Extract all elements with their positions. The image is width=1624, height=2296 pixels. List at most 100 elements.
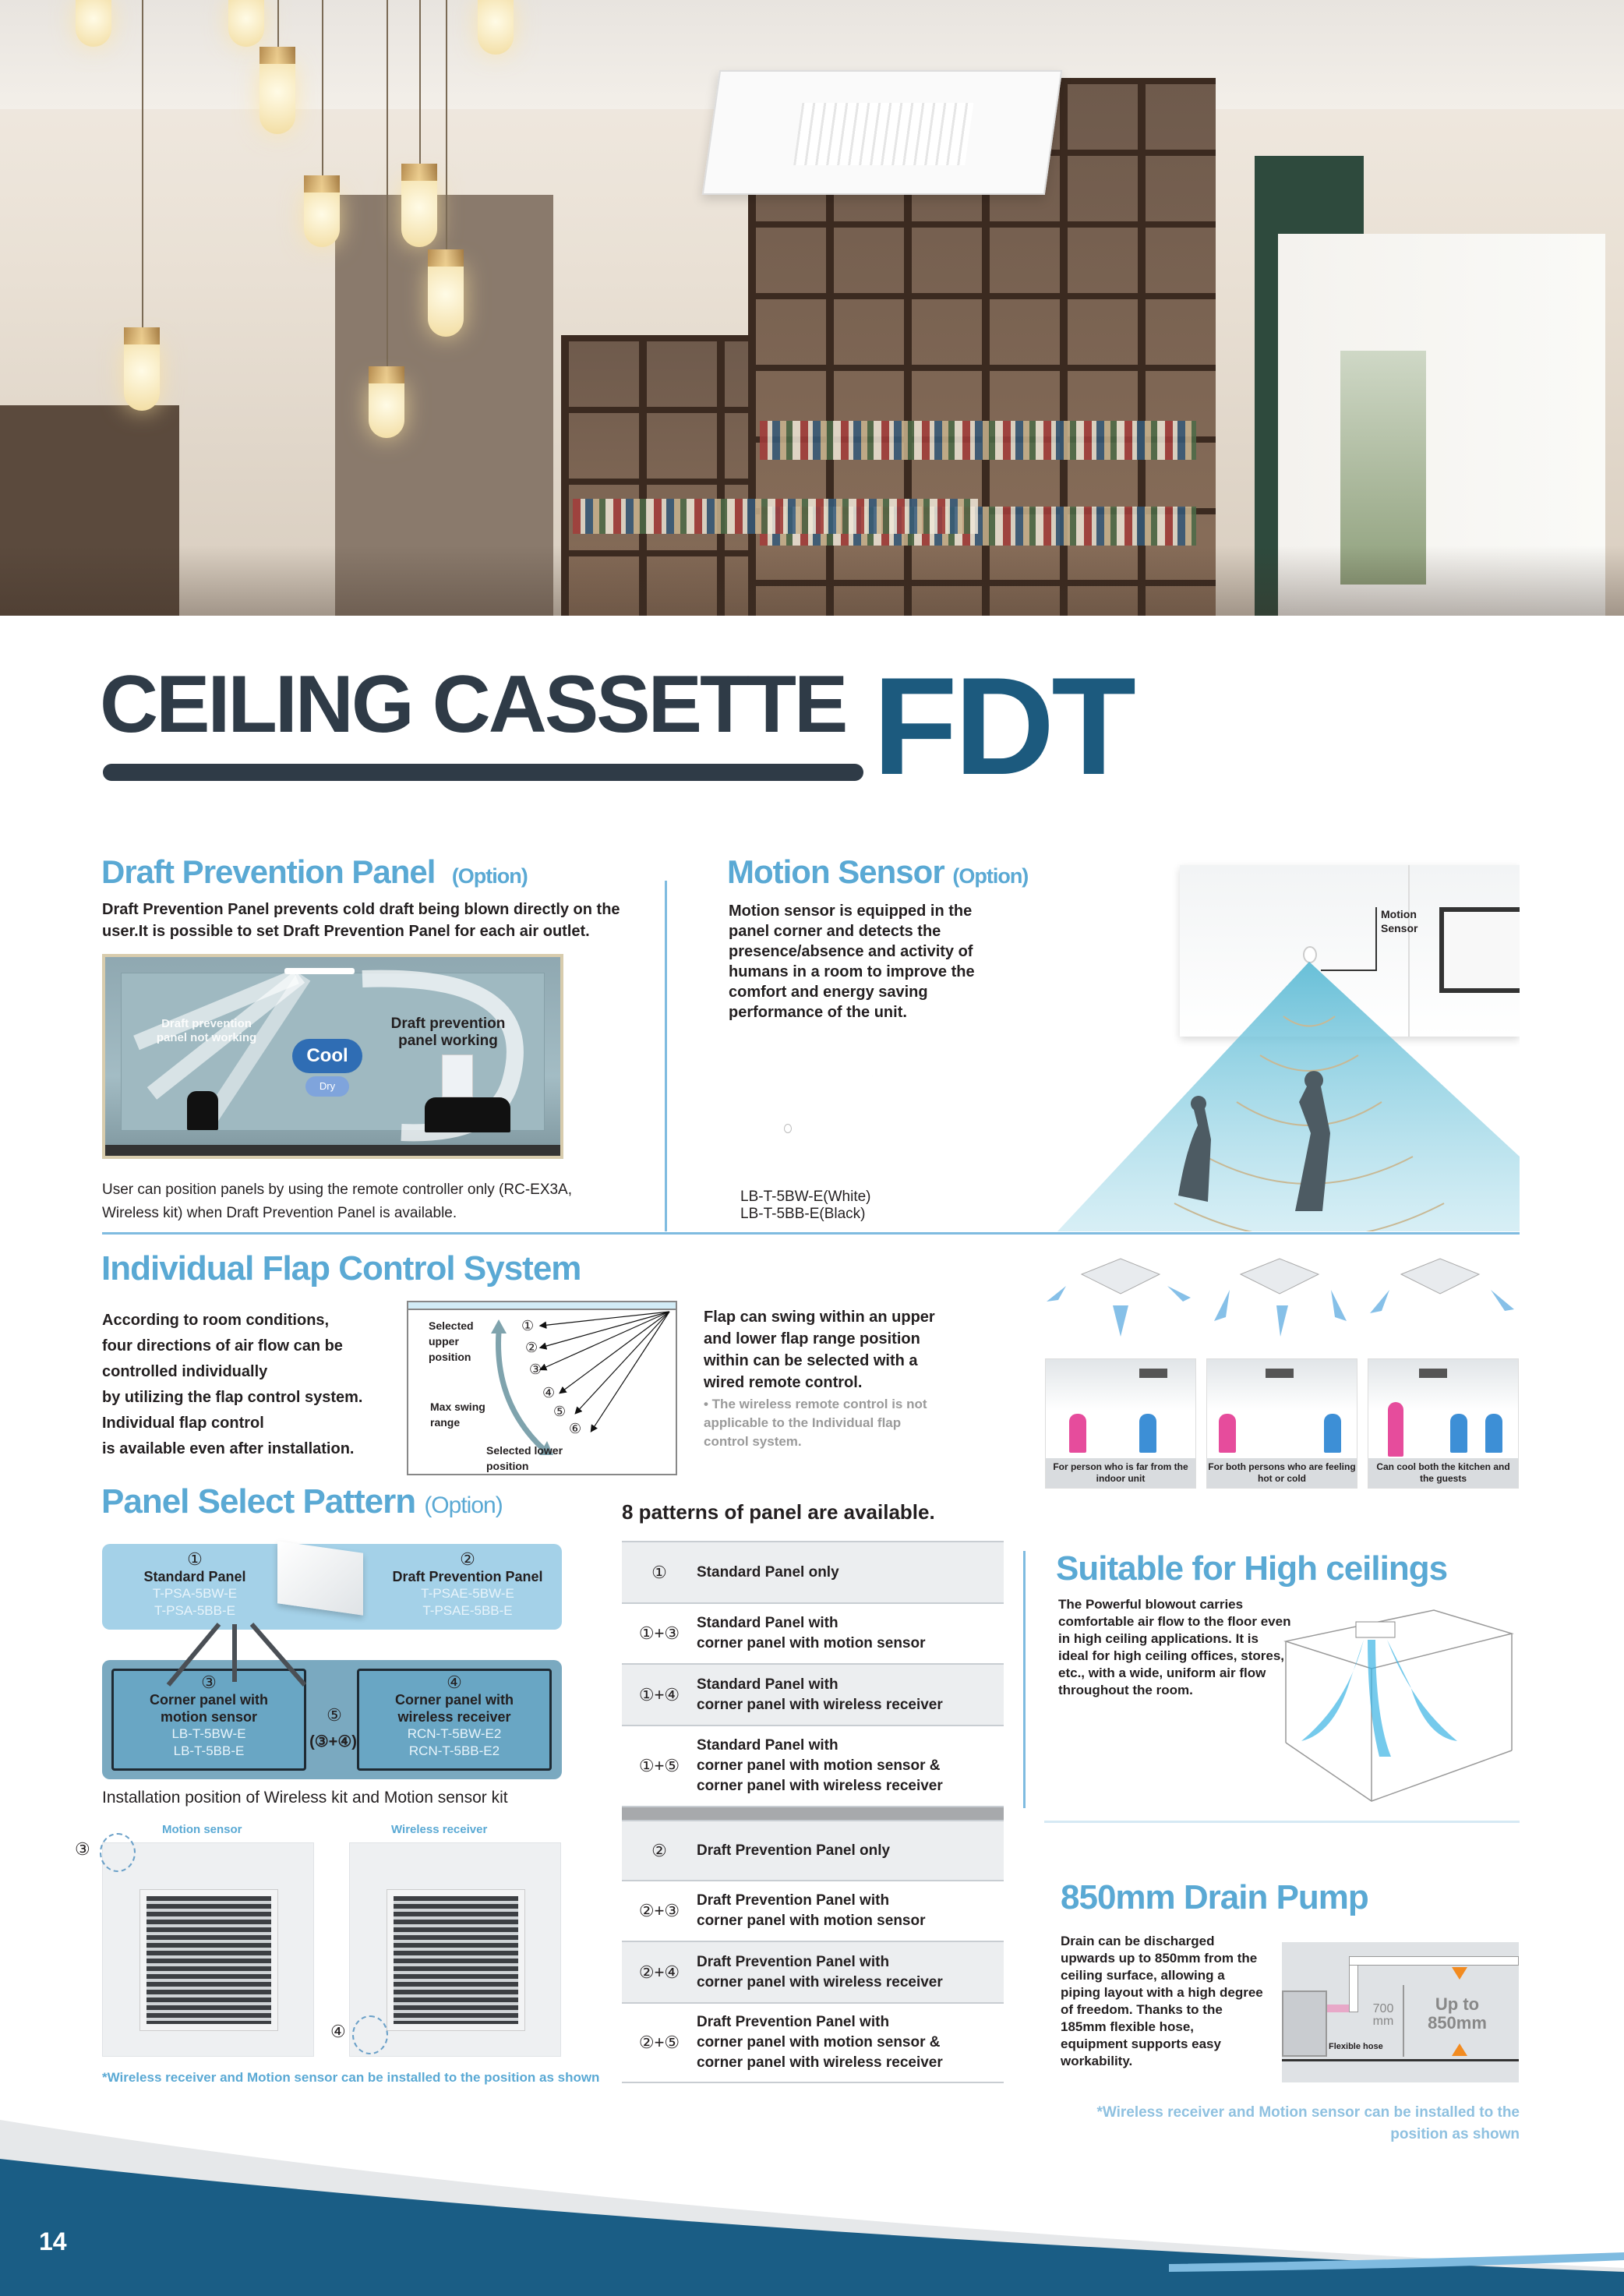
pattern-text: corner panel with motion sensor & bbox=[697, 1757, 941, 1774]
ceiling-cassette-unit bbox=[701, 70, 1063, 195]
pattern-num: ②+⑤ bbox=[638, 2033, 680, 2052]
doorway bbox=[0, 405, 179, 616]
panel-image-wireless bbox=[349, 1842, 561, 2057]
hero-photo-interior bbox=[0, 0, 1624, 616]
position-5: ⑤ bbox=[553, 1404, 567, 1419]
section-rule bbox=[1044, 1821, 1520, 1823]
pattern-num: ① bbox=[651, 1562, 667, 1582]
detection-cone bbox=[1057, 962, 1520, 1231]
pattern-row: ②+⑤ Draft Prevention Panel with corner pan… bbox=[622, 2003, 1004, 2082]
draft-body: Draft Prevention Panel prevents cold dra… bbox=[102, 901, 620, 940]
mode-dry-badge: Dry bbox=[305, 1076, 349, 1097]
pattern-text: corner panel with motion sensor bbox=[697, 1635, 926, 1651]
high-ceiling-illustration bbox=[1283, 1609, 1514, 1802]
cassette-airflow-icons bbox=[1043, 1251, 1520, 1352]
flap-line: Individual flap control bbox=[102, 1415, 264, 1432]
flap-left-text: According to room conditions, four direc… bbox=[102, 1308, 398, 1462]
flap-line: by utilizing the flap control system. bbox=[102, 1389, 363, 1406]
panel-option: (Option) bbox=[424, 1492, 503, 1518]
drain-pump-illustration: 700 mm Up to 850mm Flexible hose bbox=[1282, 1942, 1519, 2082]
up-to-850mm: Up to 850mm bbox=[1428, 1994, 1487, 2033]
label-upper: Selected upper position bbox=[429, 1319, 474, 1363]
section-divider bbox=[1023, 1551, 1026, 1808]
page-title: CEILING CASSETTE bbox=[100, 659, 848, 750]
scene-hot-cold: For both persons who are feeling hot or … bbox=[1206, 1358, 1357, 1489]
arrow-down-icon bbox=[1452, 1967, 1467, 1980]
flexible-hose bbox=[1327, 2005, 1349, 2012]
people-silhouette-icon bbox=[425, 1097, 510, 1132]
pattern-text: Standard Panel with bbox=[697, 1615, 838, 1631]
drain-footnote: *Wireless receiver and Motion sensor can… bbox=[1096, 2104, 1520, 2142]
cassette-icons bbox=[1047, 1258, 1514, 1337]
flap-right-text: Flap can swing within an upper and lower… bbox=[704, 1309, 935, 1391]
box-draft-panel: ② Draft Prevention Panel T-PSAE-5BW-E T-… bbox=[382, 1551, 553, 1620]
box-num: ② bbox=[460, 1549, 475, 1569]
draft-heading-text: Draft Prevention Panel bbox=[101, 853, 436, 890]
marker-3: ③ bbox=[75, 1839, 90, 1859]
pattern-text: Standard Panel only bbox=[697, 1563, 839, 1581]
high-heading: Suitable for High ceilings bbox=[1056, 1549, 1448, 1588]
box-model: T-PSA-5BB-E bbox=[154, 1603, 235, 1618]
flap-right-note: • The wireless remote control is not app… bbox=[704, 1397, 927, 1449]
motion-sensor-product bbox=[748, 1048, 873, 1173]
high-body: The Powerful blowout carries comfortable… bbox=[1058, 1597, 1291, 1697]
scene-caption: For person who is far from the indoor un… bbox=[1046, 1458, 1195, 1488]
combo-label: (③+④) bbox=[309, 1733, 357, 1750]
position-4: ④ bbox=[542, 1385, 556, 1401]
box-num: ① bbox=[187, 1549, 203, 1569]
position-3: ③ bbox=[529, 1362, 542, 1377]
pattern-text: Standard Panel with bbox=[697, 1676, 838, 1693]
box-name: Corner panel with motion sensor bbox=[149, 1692, 268, 1725]
box-model: RCN-T-5BB-E2 bbox=[408, 1743, 500, 1758]
label-working: Draft prevention panel working bbox=[390, 1016, 506, 1049]
motion-sensor-illustration: Motion Sensor bbox=[987, 860, 1520, 1231]
motion-callout: Motion Sensor bbox=[1381, 908, 1418, 934]
box-name: Standard Panel bbox=[143, 1569, 246, 1584]
pattern-text: Draft Prevention Panel with bbox=[697, 2014, 890, 2030]
pattern-row: ① Standard Panel only bbox=[622, 1542, 1004, 1603]
wireless-receiver-marker bbox=[352, 2015, 388, 2054]
motion-heading: Motion Sensor (Option) bbox=[727, 853, 1029, 891]
pattern-num: ①+③ bbox=[638, 1623, 680, 1643]
flap-line: is available even after installation. bbox=[102, 1440, 355, 1457]
person-silhouette-icon bbox=[187, 1091, 218, 1130]
flap-line: controlled individually bbox=[102, 1363, 268, 1380]
scene-far-person: For person who is far from the indoor un… bbox=[1045, 1358, 1196, 1489]
flap-line: four directions of air flow can be bbox=[102, 1337, 343, 1355]
position-6: ⑥ bbox=[569, 1421, 582, 1436]
person-icon bbox=[1139, 1414, 1156, 1453]
pattern-text: Standard Panel with bbox=[697, 1737, 838, 1754]
box-standard-panel: ① Standard Panel T-PSA-5BW-E T-PSA-5BB-E bbox=[117, 1551, 273, 1620]
remote-controller-icon bbox=[442, 1054, 473, 1097]
pattern-num: ①+④ bbox=[638, 1684, 680, 1704]
section-divider bbox=[665, 881, 667, 1231]
motion-sensor-marker bbox=[100, 1833, 136, 1872]
title-underline bbox=[103, 764, 863, 781]
pattern-num: ② bbox=[651, 1840, 667, 1860]
walking-person-icon bbox=[1178, 1096, 1211, 1202]
cassette-panel-image bbox=[277, 1541, 363, 1616]
motion-heading-text: Motion Sensor bbox=[727, 853, 945, 890]
panel-heading-text: Panel Select Pattern bbox=[101, 1482, 416, 1521]
arrow-up-icon bbox=[1452, 2043, 1467, 2056]
label-max-swing: Max swing range bbox=[430, 1401, 485, 1429]
box-model: LB-T-5BW-E bbox=[171, 1726, 246, 1741]
pattern-text: Draft Prevention Panel with bbox=[697, 1892, 890, 1909]
box-model: RCN-T-5BW-E2 bbox=[407, 1726, 502, 1741]
pattern-text: corner panel with wireless receiver bbox=[697, 2054, 943, 2071]
panel-heading: Panel Select Pattern (Option) bbox=[101, 1482, 503, 1521]
dim-700mm: 700 mm bbox=[1372, 2002, 1394, 2028]
pattern-text: Draft Prevention Panel only bbox=[697, 1842, 891, 1859]
pattern-text: corner panel with wireless receiver bbox=[697, 1973, 943, 1990]
label-motion-sensor: Motion sensor bbox=[162, 1823, 242, 1836]
pattern-text: corner panel with motion sensor & bbox=[697, 2034, 941, 2051]
pattern-num: ②+④ bbox=[638, 1962, 680, 1982]
box-model: T-PSAE-5BW-E bbox=[421, 1586, 514, 1601]
panel-footnote: *Wireless receiver and Motion sensor can… bbox=[102, 2070, 600, 2085]
draft-note: User can position panels by using the re… bbox=[102, 1182, 573, 1221]
label-lower: Selected lower position bbox=[486, 1444, 563, 1472]
motion-option: (Option) bbox=[952, 864, 1029, 888]
